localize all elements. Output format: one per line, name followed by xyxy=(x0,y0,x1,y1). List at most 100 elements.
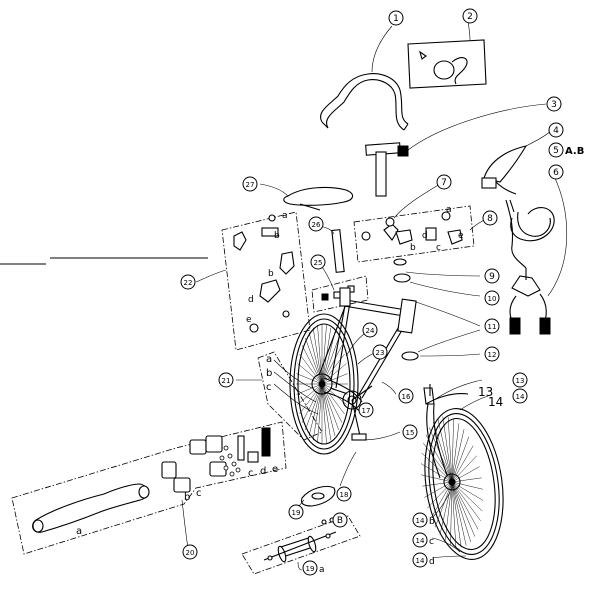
callout-number-17: 17 xyxy=(362,407,371,415)
leader-21c xyxy=(273,383,319,415)
spoke xyxy=(451,481,481,521)
bearing-ball xyxy=(227,453,233,459)
callout-circle-8 xyxy=(482,210,498,226)
leader-15 xyxy=(361,431,401,441)
callout-number-12: 12 xyxy=(488,351,497,359)
spoke xyxy=(442,416,453,483)
leader-16 xyxy=(381,381,397,395)
callout-circle-3 xyxy=(546,96,562,112)
spoke xyxy=(297,383,323,405)
callout-circle-21 xyxy=(218,372,234,388)
spoke xyxy=(317,383,323,444)
callout-circle-13 xyxy=(512,372,528,388)
leader-6 xyxy=(547,175,568,297)
callout-circle-27 xyxy=(242,176,258,192)
callout-circle-17 xyxy=(358,402,374,418)
callout-3: 3 xyxy=(546,96,562,112)
spoke xyxy=(321,383,343,423)
spoke xyxy=(428,427,453,483)
callout-number-16: 16 xyxy=(402,393,411,401)
leader-14d xyxy=(431,555,467,559)
stem xyxy=(365,142,409,197)
callout-20: 20 xyxy=(182,544,198,560)
callout-number-9: 9 xyxy=(489,272,495,282)
bearing-ball xyxy=(223,465,229,471)
callout-circle-6 xyxy=(548,164,564,180)
callout-circle-14 xyxy=(512,388,528,404)
sub-a-bb: a xyxy=(76,526,82,537)
callout-25: 25 xyxy=(310,254,326,270)
callout-circle-25 xyxy=(310,254,326,270)
bearing-ball xyxy=(223,445,229,451)
spoke xyxy=(317,324,323,385)
callout-16: 16 xyxy=(398,388,414,404)
callout-13: 13 xyxy=(512,372,528,388)
headset-washer xyxy=(393,273,411,283)
spoke xyxy=(321,363,347,385)
spoke xyxy=(439,481,453,535)
spoke xyxy=(450,481,453,545)
pedal xyxy=(300,485,336,507)
leader-14b xyxy=(431,491,451,519)
callout-number-14c: 14 xyxy=(416,537,425,545)
spoke xyxy=(451,419,454,483)
spoke xyxy=(451,436,470,483)
spoke xyxy=(321,373,348,385)
spoke xyxy=(451,466,480,483)
seat-post xyxy=(331,229,345,273)
spoke xyxy=(321,383,336,437)
sub-c-head: c xyxy=(436,243,441,253)
callout-24: 24 xyxy=(362,322,378,338)
callout-22: 22 xyxy=(180,274,196,290)
callout-19: 19 xyxy=(288,504,304,520)
brake-cable xyxy=(505,199,555,269)
spoke xyxy=(451,455,477,483)
bearing-ball xyxy=(235,467,241,473)
spoke xyxy=(321,383,327,444)
spoke xyxy=(321,324,327,385)
callout-23: 23 xyxy=(372,344,388,360)
callout-6: 6 xyxy=(548,164,564,180)
callout-number-3: 3 xyxy=(551,100,557,110)
spoke xyxy=(451,423,460,483)
callout-number-19: 19 xyxy=(292,509,301,517)
leader-13 xyxy=(433,379,483,401)
sub-a-frameset: a xyxy=(266,354,272,365)
callout-suffix-14c: c xyxy=(429,537,434,547)
callout-circle-19 xyxy=(288,504,304,520)
callout-suffix-14b: b xyxy=(429,517,435,527)
callout-number-13: 13 xyxy=(516,377,525,385)
spoke xyxy=(451,481,457,548)
callout-number-2: 2 xyxy=(467,12,473,22)
leader-9 xyxy=(405,271,481,277)
spoke xyxy=(451,481,484,501)
sub-c2-bb: c xyxy=(248,468,254,479)
callout-number-5: 5 xyxy=(553,146,559,156)
spoke xyxy=(437,418,453,483)
spoke xyxy=(451,445,474,483)
leader-1 xyxy=(371,25,393,73)
handlebar xyxy=(320,73,409,131)
bearing-ball xyxy=(231,461,237,467)
sub-b-frameset: b xyxy=(266,368,272,379)
spoke xyxy=(312,383,323,441)
callout-19b: B xyxy=(332,512,348,528)
bearing-ball xyxy=(219,455,225,461)
sub-b-head: b xyxy=(410,243,416,253)
spoke xyxy=(297,363,323,385)
callout-number-1: 1 xyxy=(393,14,399,24)
callout-circle-7 xyxy=(436,174,452,190)
leader-12 xyxy=(419,353,481,357)
callout-number-15: 15 xyxy=(406,429,415,437)
front-wheel-spokes xyxy=(420,416,484,548)
callout-number-18: 18 xyxy=(340,491,349,499)
spoke xyxy=(301,345,323,385)
headset-cup xyxy=(401,351,419,361)
